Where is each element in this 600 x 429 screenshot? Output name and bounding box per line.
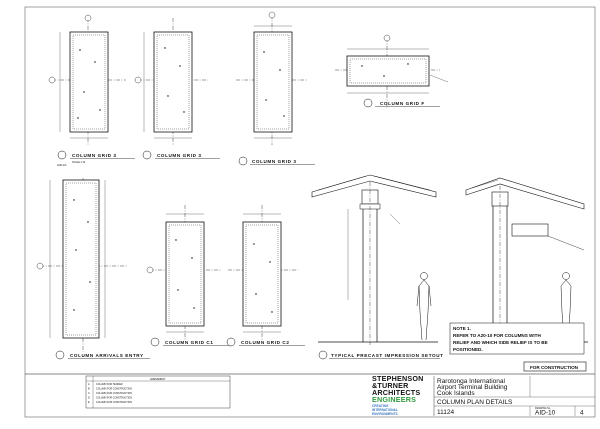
job-number: 11124 xyxy=(437,409,454,416)
revision-text-d: COLUMN FOR CONSTRUCTION xyxy=(96,397,132,400)
revision-letter: 4 xyxy=(580,410,584,417)
title-column-grid-c2: COLUMN GRID C2 xyxy=(241,340,289,345)
revision-letter-a: A xyxy=(88,383,90,386)
note-line-1: REFER TO A20-10 FOR COLUMNS WITH xyxy=(453,333,541,338)
drawing-number-label: DRAWING No. xyxy=(535,407,551,410)
construction-stamp: FOR CONSTRUCTION xyxy=(530,365,579,370)
firm-name-4: ENGINEERS xyxy=(372,395,416,404)
note-head: NOTE 1. xyxy=(453,326,471,331)
revision-text-b: COLUMN FOR CONSTRUCTION xyxy=(96,388,132,391)
detail-column-grid-c1: COLUMN GRID C1 xyxy=(146,205,232,347)
detail-column-grid-3-b: COLUMN GRID 3 xyxy=(134,18,220,160)
detail-column-grid-f: COLUMN GRID F xyxy=(335,34,449,108)
title-block: AMENDMENT A COLUMN FOR TENDER B COLUMN F… xyxy=(25,373,595,417)
revision-letter-c: C xyxy=(88,392,90,395)
project-line-1: Rarotonga International xyxy=(437,378,505,385)
title-column-grid-c1: COLUMN GRID C1 xyxy=(165,340,213,345)
revision-text-a: COLUMN FOR TENDER xyxy=(96,383,123,386)
title-column-grid-3-a: COLUMN GRID 3 xyxy=(72,153,117,158)
title-column-grid-f: COLUMN GRID F xyxy=(380,101,425,106)
sheet-ref: AID-10 xyxy=(57,163,67,167)
title-column-grid-3-b: COLUMN GRID 3 xyxy=(157,153,202,158)
drawing-title: COLUMN PLAN DETAILS xyxy=(437,399,513,406)
revision-text-e: COLUMN FOR CONSTRUCTION xyxy=(96,401,132,404)
detail-column-grid-3-c: COLUMN GRID 3 xyxy=(236,11,315,166)
note-box: NOTE 1. REFER TO A20-10 FOR COLUMNS WITH… xyxy=(449,322,585,355)
firm-tagline-1: CREATING xyxy=(372,404,389,408)
note-line-3: POSITIONED. xyxy=(453,347,483,352)
drawing-number: AID-10 xyxy=(535,410,556,417)
detail-column-grid-3-a: AID-10 COLUMN GRID 3 SCALE 1:10 xyxy=(48,14,135,167)
detail-column-arrivals-entry: COLUMN ARRIVALS ENTRY xyxy=(36,178,150,360)
firm-name-1: STEPHENSON xyxy=(372,374,424,383)
detail-precast-section-2 xyxy=(465,177,588,345)
note-line-2: RELIEF AND WHICH SIDE RELIEF IS TO BE xyxy=(453,340,548,345)
firm-name-2: &TURNER xyxy=(372,381,409,390)
revision-letter-b: B xyxy=(88,388,90,391)
revision-header: AMENDMENT xyxy=(150,378,166,381)
firm-tagline-2: INTERNATIONAL xyxy=(372,408,398,412)
construction-stamp-frame xyxy=(523,361,587,372)
title-column-arrivals-entry: COLUMN ARRIVALS ENTRY xyxy=(70,353,144,358)
firm-name-3: ARCHITECTS xyxy=(372,388,420,397)
revision-text-c: COLUMN FOR CONSTRUCTION xyxy=(96,392,132,395)
revision-letter-e: E xyxy=(88,401,90,404)
title-column-grid-3-c: COLUMN GRID 3 xyxy=(252,159,297,164)
firm-tagline-3: ENVIRONMENTS xyxy=(372,412,398,416)
detail-column-grid-c2: COLUMN GRID C2 xyxy=(226,205,305,347)
revision-letter-d: D xyxy=(88,397,90,400)
title-precast-setout: TYPICAL PRECAST IMPRESSION SETOUT xyxy=(331,353,444,358)
project-line-2: Airport Terminal Building xyxy=(437,384,508,391)
sheet-border xyxy=(24,6,596,418)
detail-precast-section: TYPICAL PRECAST IMPRESSION SETOUT xyxy=(311,174,444,360)
scale-label: SCALE 1:10 xyxy=(72,161,86,164)
project-line-3: Cook Islands xyxy=(437,390,475,397)
